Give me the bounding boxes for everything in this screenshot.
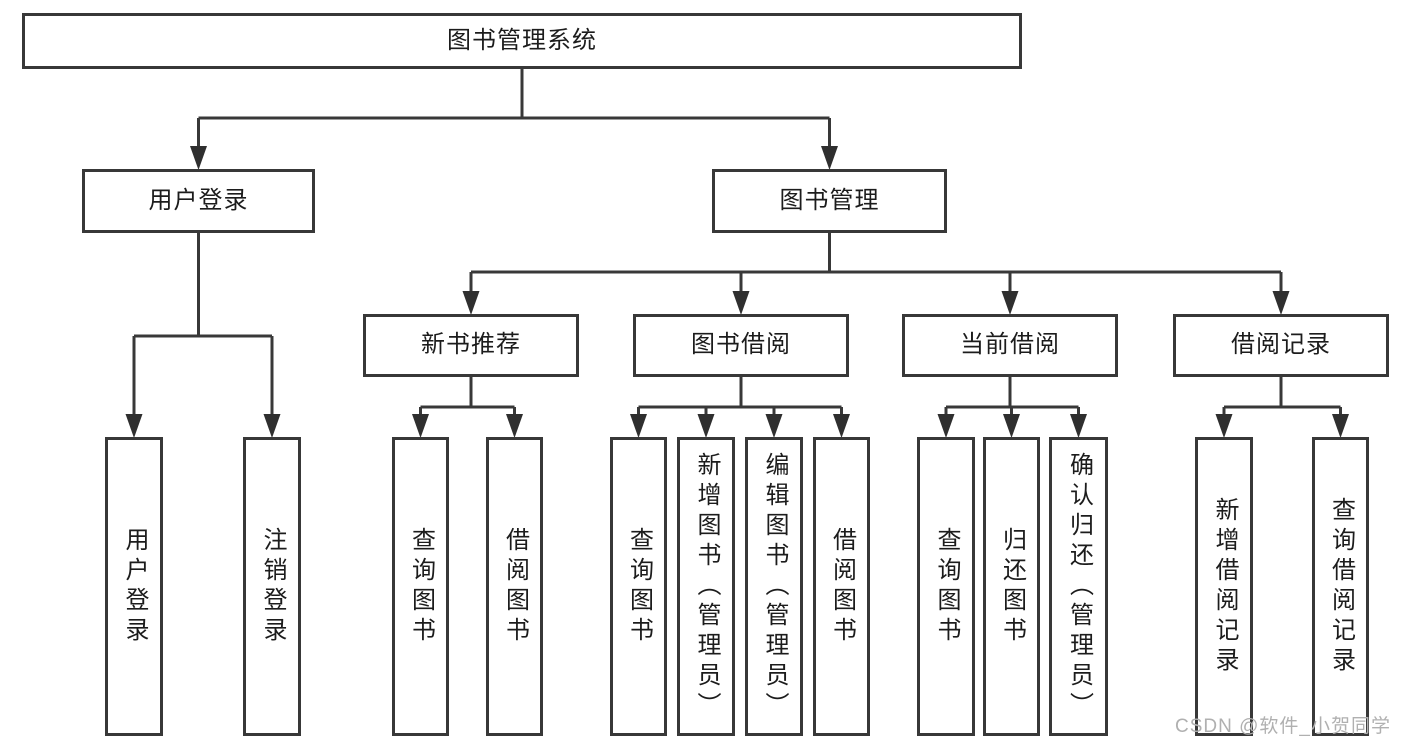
arrow-down-icon [263,414,281,438]
node-label: 用户登录 [148,186,249,214]
leaf-label: 查询图书 [933,526,960,647]
leaf-label: 确认归还（管理员） [1065,451,1093,722]
arrow-down-icon [125,414,143,438]
node-user-login: 用户登录 [82,169,315,233]
arrow-down-icon [821,146,838,170]
arrow-down-icon [1003,414,1020,438]
leaf-logout: 注销登录 [243,437,301,736]
node-label: 图书管理系统 [447,26,597,54]
node-current-borrowing: 当前借阅 [902,314,1118,377]
node-borrowing-records: 借阅记录 [1173,314,1389,377]
arrow-down-icon [1215,414,1233,438]
leaf-add-borrow-record: 新增借阅记录 [1195,437,1253,736]
leaf-recommend-borrow-books: 借阅图书 [486,437,543,736]
leaf-label: 查询图书 [625,526,653,647]
arrow-down-icon [506,414,523,438]
arrow-down-icon [412,414,429,438]
arrow-down-icon [697,414,715,438]
leaf-label: 查询借阅记录 [1327,496,1355,677]
node-label: 图书借阅 [691,331,791,359]
arrow-down-icon [1332,414,1349,438]
leaf-borrow-query-books: 查询图书 [610,437,667,736]
leaf-query-borrow-record: 查询借阅记录 [1312,437,1369,736]
leaf-label: 编辑图书（管理员） [761,451,788,722]
leaf-label: 借阅图书 [828,526,856,647]
leaf-label: 归还图书 [998,526,1026,647]
leaf-label: 新增图书（管理员） [693,451,720,722]
leaf-label: 新增借阅记录 [1211,496,1238,677]
arrow-down-icon [1272,291,1290,315]
leaf-label: 用户登录 [121,526,148,647]
leaf-label: 查询图书 [407,526,435,647]
arrow-down-icon [190,146,207,170]
arrow-down-icon [937,414,955,438]
arrow-down-icon [1070,414,1087,438]
node-new-book-recommend: 新书推荐 [363,314,579,377]
leaf-label: 借阅图书 [501,526,529,647]
leaf-borrow-books: 借阅图书 [813,437,870,736]
leaf-recommend-query-books: 查询图书 [392,437,449,736]
node-root-system: 图书管理系统 [22,13,1022,69]
arrow-down-icon [732,291,750,315]
node-label: 新书推荐 [421,331,521,359]
arrow-down-icon [630,414,647,438]
node-label: 图书管理 [779,186,880,214]
node-label: 借阅记录 [1231,331,1331,359]
arrow-down-icon [833,414,850,438]
leaf-current-query-books: 查询图书 [917,437,975,736]
arrow-down-icon [462,291,480,315]
csdn-watermark: CSDN @软件_小贺同学 [1175,716,1391,737]
leaf-label: 注销登录 [259,526,286,647]
leaf-add-books-admin: 新增图书（管理员） [677,437,735,736]
leaf-confirm-return-admin: 确认归还（管理员） [1049,437,1108,736]
node-book-borrowing: 图书借阅 [633,314,849,377]
node-label: 当前借阅 [960,331,1060,359]
leaf-return-books: 归还图书 [983,437,1040,736]
arrow-down-icon [1001,291,1019,315]
leaf-user-login: 用户登录 [105,437,163,736]
node-book-management: 图书管理 [712,169,947,233]
arrow-down-icon [765,414,783,438]
leaf-edit-books-admin: 编辑图书（管理员） [745,437,803,736]
